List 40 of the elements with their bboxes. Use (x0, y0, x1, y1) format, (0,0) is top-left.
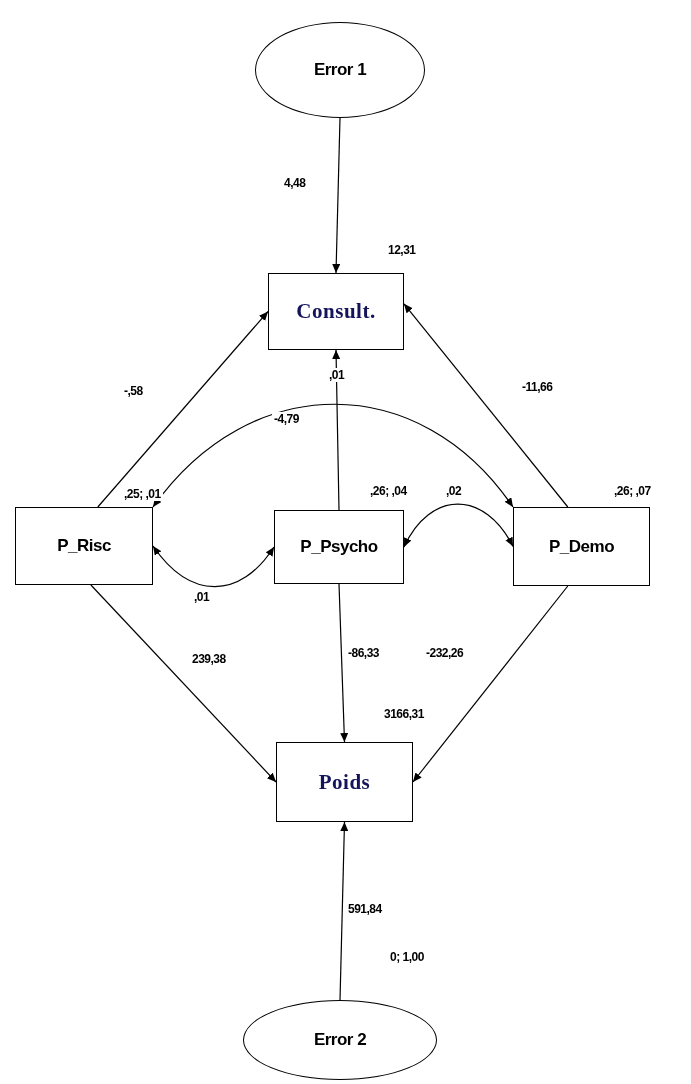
double-headed-arrow (403, 503, 514, 548)
arrow (332, 349, 341, 511)
node-label: Error 1 (313, 60, 367, 80)
node-label: Error 2 (313, 1030, 367, 1050)
variance-label: 12,31 (386, 243, 418, 257)
variable-box (268, 273, 404, 350)
arrow (403, 303, 569, 508)
edge-label: 239,38 (190, 652, 228, 666)
edge-label: ,02 (444, 484, 464, 498)
arrow (332, 117, 341, 274)
variable-box (15, 507, 153, 585)
variance-label: 3166,31 (382, 707, 426, 721)
double-headed-arrow (152, 403, 514, 508)
arrow (412, 585, 569, 783)
double-headed-arrow (152, 545, 275, 588)
edge-label: -11,66 (520, 380, 555, 394)
variance-label: ,26; ,04 (368, 484, 409, 498)
edge-label: 591,84 (346, 902, 384, 916)
edge-label: ,01 (192, 590, 212, 604)
arrow (97, 310, 269, 508)
edge-label: -232,26 (424, 646, 466, 660)
node-label: P_Demo (549, 536, 614, 557)
variable-box (276, 742, 413, 822)
arrow (338, 583, 349, 743)
variance-label: ,25; ,01 (122, 487, 163, 501)
edge-label: ,01 (327, 368, 347, 382)
variable-box (274, 510, 404, 584)
edge-label: -,58 (122, 384, 145, 398)
variance-label: 0; 1,00 (388, 950, 426, 964)
edge-label: -86,33 (346, 646, 382, 660)
node-label: P_Risc (57, 536, 111, 556)
node-label: P_Psycho (300, 537, 378, 557)
arrow (90, 584, 277, 783)
edge-label: 4,48 (282, 176, 308, 190)
variable-box (513, 507, 650, 586)
edge-label: -4,79 (272, 412, 301, 426)
arrow (339, 821, 349, 1001)
node-label: Poids (318, 769, 371, 795)
variance-label: ,26; ,07 (612, 484, 653, 498)
node-label: Consult. (296, 299, 376, 324)
